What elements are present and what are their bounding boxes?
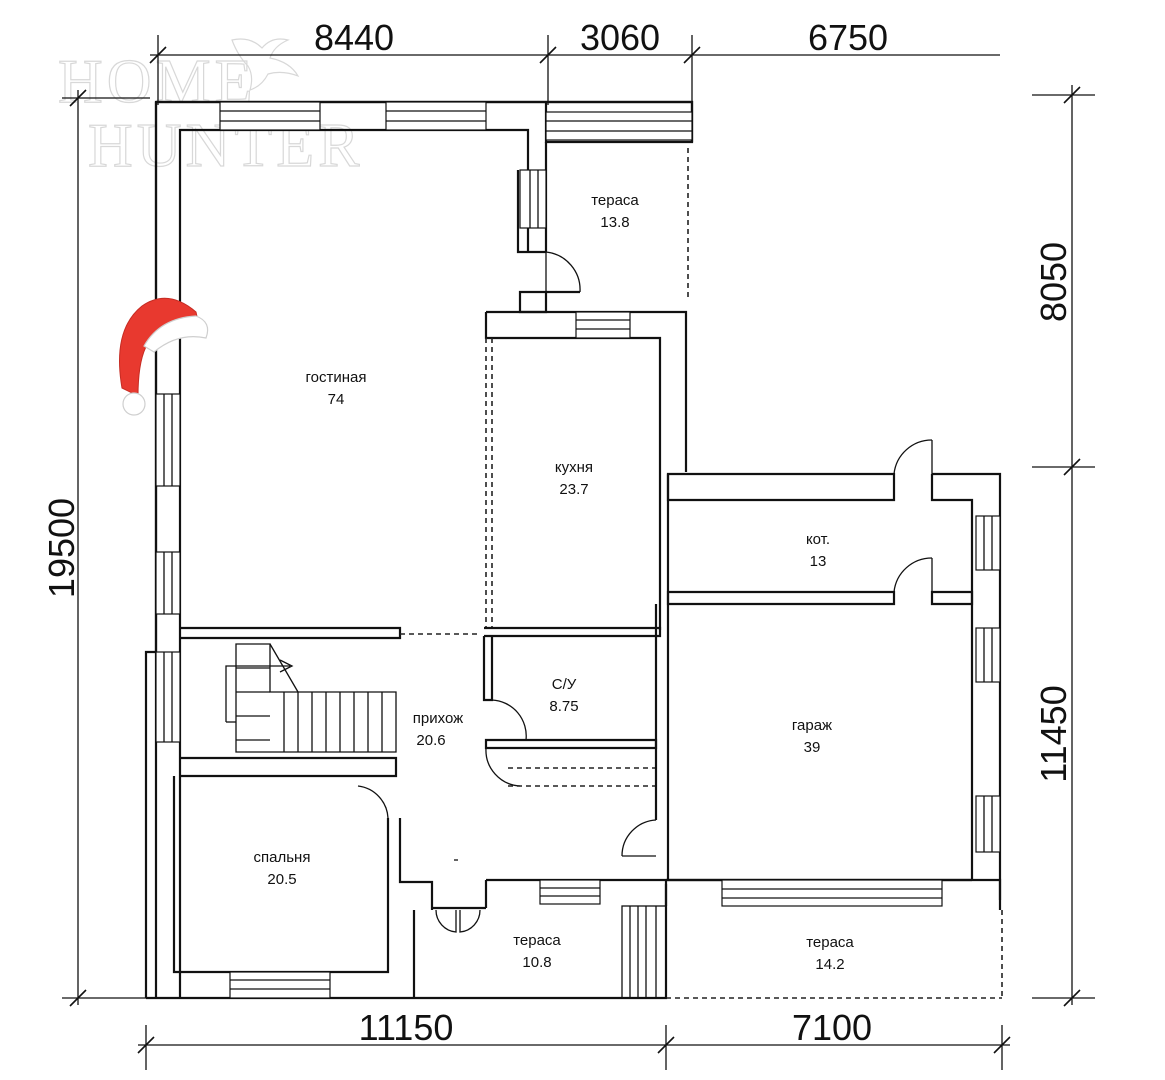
boiler-room-name: кот. bbox=[806, 531, 830, 548]
window bbox=[155, 651, 181, 743]
dim-bottom-1: 11150 bbox=[359, 1007, 454, 1048]
window bbox=[539, 879, 601, 905]
room-labels: тераса 13.8 гостиная 74 кухня 23.7 кот. … bbox=[254, 192, 855, 973]
door-swing-icon bbox=[893, 439, 933, 475]
garage-door bbox=[721, 879, 943, 907]
bedroom-area: 20.5 bbox=[267, 871, 296, 888]
dim-top-2: 3060 bbox=[580, 17, 660, 58]
boiler-room-area: 13 bbox=[810, 553, 827, 570]
west-windows bbox=[155, 393, 181, 743]
dim-left-total: 19500 bbox=[41, 498, 82, 598]
stair-direction-arrow-icon bbox=[225, 665, 290, 722]
living-room-area: 74 bbox=[328, 391, 345, 408]
right-dimension-line: 8050 11450 bbox=[1032, 85, 1095, 1007]
window bbox=[575, 311, 631, 339]
door-swing-icon bbox=[357, 785, 389, 819]
living-room-east-wall bbox=[516, 148, 689, 314]
door-swing-icon bbox=[621, 819, 657, 857]
terrace-railing bbox=[545, 111, 693, 141]
window bbox=[229, 971, 331, 999]
garage-walls bbox=[621, 474, 1003, 999]
santa-hat-icon bbox=[119, 297, 209, 416]
arrow-head-icon bbox=[279, 659, 294, 673]
window bbox=[975, 627, 1001, 683]
dim-bottom-2: 7100 bbox=[792, 1007, 872, 1048]
terrace-front-area: 10.8 bbox=[522, 954, 551, 971]
garage-area: 39 bbox=[804, 739, 821, 756]
dim-top-1: 8440 bbox=[314, 17, 394, 58]
top-windows bbox=[219, 101, 693, 141]
window bbox=[975, 795, 1001, 853]
bird-logo-icon bbox=[231, 38, 300, 91]
door-swing-icon bbox=[459, 909, 481, 933]
bedroom-walls bbox=[172, 756, 434, 999]
bottom-dimension-line: 11150 7100 bbox=[137, 1007, 1011, 1070]
hall-area: 20.6 bbox=[416, 732, 445, 749]
window bbox=[219, 101, 321, 131]
staircase bbox=[225, 643, 397, 753]
bedroom-name: спальня bbox=[254, 849, 311, 866]
dim-top-3: 6750 bbox=[808, 17, 888, 58]
terrace-top-area: 13.8 bbox=[600, 214, 629, 231]
outer-walls bbox=[144, 100, 694, 1000]
bathroom-name: С/У bbox=[552, 676, 577, 693]
terrace-garage-area: 14.2 bbox=[815, 956, 844, 973]
left-dimension-line: 19500 bbox=[41, 89, 150, 1007]
dim-right-upper: 8050 bbox=[1033, 242, 1074, 322]
window bbox=[519, 169, 547, 229]
terrace-garage-name: тераса bbox=[806, 934, 854, 951]
garage-name: гараж bbox=[792, 717, 832, 734]
door-swing-icon bbox=[485, 747, 521, 787]
door-swing-icon bbox=[435, 909, 457, 933]
window bbox=[155, 393, 181, 487]
terrace-front-name: тераса bbox=[513, 932, 561, 949]
kitchen-area: 23.7 bbox=[559, 481, 588, 498]
kitchen-name: кухня bbox=[555, 459, 593, 476]
door-swing-icon bbox=[893, 557, 933, 593]
front-entrance bbox=[432, 859, 668, 999]
boiler-room-walls bbox=[666, 439, 1002, 900]
kitchen-walls bbox=[180, 310, 688, 640]
living-room-name: гостиная bbox=[306, 369, 367, 386]
window bbox=[385, 101, 487, 131]
dim-right-lower: 11450 bbox=[1033, 685, 1074, 782]
door-swing-icon bbox=[545, 251, 581, 293]
hall-name: прихож bbox=[413, 710, 463, 727]
top-dimension-line: 8440 3060 6750 bbox=[149, 17, 1000, 105]
terrace-top-name: тераса bbox=[591, 192, 639, 209]
window bbox=[155, 551, 181, 615]
bathroom-area: 8.75 bbox=[549, 698, 578, 715]
window bbox=[975, 515, 1001, 571]
door-swing-icon bbox=[491, 699, 527, 741]
